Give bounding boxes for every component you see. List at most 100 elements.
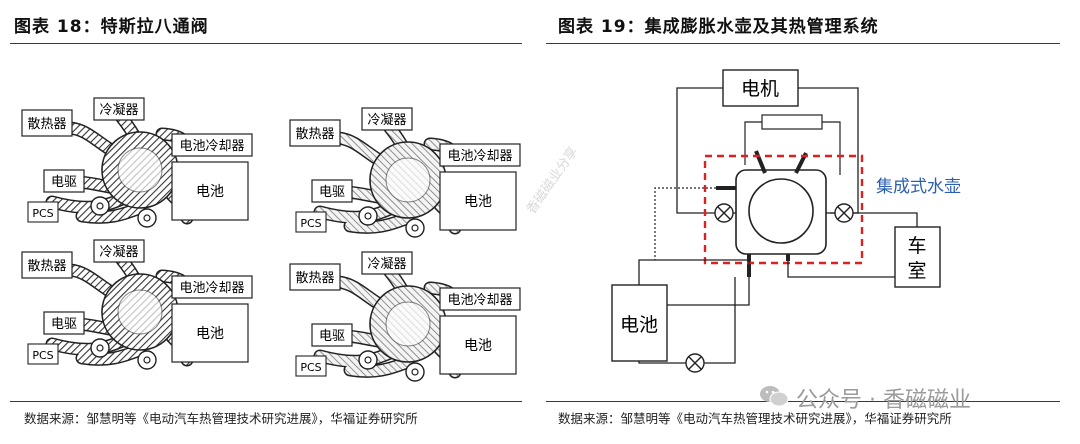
battery-chiller-label: 电池冷却器 [447,293,512,308]
battery-label: 电池 [196,326,224,342]
radiator-box [289,263,341,291]
radiator-label: 散热器 [295,271,334,286]
e-drive-box [43,169,85,193]
source-divider [10,401,522,402]
cabin-box [894,226,941,288]
cabin-supply-line [860,212,918,227]
cabin-label-line1: 车 [907,235,926,257]
e-drive-box [311,323,353,347]
octovalve-diagram-grid: 散热器冷凝器电池冷却器电驱电池PCS散热器冷凝器电池冷却器电驱电池PCS散热器冷… [21,97,521,382]
radiator-label: 散热器 [27,117,66,132]
battery-box [171,161,249,221]
e-drive-label: 电驱 [51,317,77,332]
radiator-label: 散热器 [27,259,66,274]
battery-chiller-label: 电池冷却器 [447,149,512,164]
motor-return-line [676,87,724,214]
battery-box [611,284,668,362]
pump-icon-center [96,344,104,352]
condenser-label: 冷凝器 [367,256,406,272]
condenser-box [361,107,413,131]
pump-icon-center [364,356,372,364]
battery-label: 电池 [620,314,658,336]
pump-icon-center [411,224,419,232]
battery-chiller-box [439,143,521,167]
condenser-label: 冷凝器 [99,102,138,118]
e-drive-box [311,179,353,203]
pcs-box [27,201,59,223]
pcs-label: PCS [32,207,53,220]
battery-chiller-label: 电池冷却器 [179,281,244,296]
condenser-box [93,97,145,121]
battery-supply-line [638,259,750,285]
tank-inlet-pipe [754,150,767,174]
pcs-box [295,355,327,377]
pipe [822,121,841,175]
pcs-label: PCS [300,217,321,230]
pcs-label: PCS [300,361,321,374]
e-drive-label: 电驱 [51,175,77,190]
pcs-box [27,343,59,365]
integrated-tank-frame [703,154,864,265]
radiator-box [21,109,73,137]
battery-box [439,315,517,375]
battery-label: 电池 [464,194,492,210]
battery-chiller-box [439,287,521,311]
figure-19-panel: 图表 19：集成膨胀水壶及其热管理系统 电机 [540,0,1080,444]
small-component-box [761,114,823,130]
tank-port [716,186,736,190]
coolant-pipe-fill [345,213,413,233]
battery-return-line [638,361,686,364]
valve-left [714,203,734,223]
pump-icon-center [143,214,151,222]
pcs-box [295,211,327,233]
valve-right [834,203,854,223]
e-drive-label: 电驱 [319,185,345,200]
dotted-vent-line [654,187,716,260]
source-divider [546,401,1060,402]
pipe [704,277,736,364]
condenser-label: 冷凝器 [99,244,138,260]
figure-18-title: 图表 18：特斯拉八通阀 [14,17,209,37]
figure-19-source: 数据来源：邹慧明等《电动汽车热管理技术研究进展》，华福证券研究所 [558,411,952,426]
battery-label: 电池 [196,184,224,200]
valve-bottom [685,353,705,373]
motor-label: 电机 [741,78,779,100]
pump-icon-center [143,356,151,364]
pump-icon-center [364,212,372,220]
cabin-label-line2: 室 [907,260,926,282]
radiator-box [21,251,73,279]
pcs-label: PCS [32,349,53,362]
battery-chiller-label: 电池冷却器 [179,139,244,154]
figure-19-title: 图表 19：集成膨胀水壶及其热管理系统 [558,17,879,37]
battery-box [171,303,249,363]
wechat-icon [758,384,790,408]
pump-icon-center [96,202,104,210]
coolant-pipe-fill [345,357,413,377]
expansion-tank-system-diagram: 电机 集成式水壶 [611,69,961,373]
battery-chiller-box [171,133,253,157]
radiator-box [289,119,341,147]
tank-pump-circle [748,178,814,244]
title-divider [10,43,522,44]
coolant-pipe-fill [77,203,145,223]
pipe [744,121,762,165]
integrated-tank-label: 集成式水壶 [876,177,961,197]
condenser-box [361,251,413,275]
coolant-pipe-fill [77,345,145,365]
watermark-text: 公众号 · 香磁磁业 [796,388,971,413]
octovalve-rotor [385,157,431,203]
octovalve-rotor [117,289,163,335]
condenser-label: 冷凝器 [367,112,406,128]
battery-chiller-box [171,275,253,299]
octovalve-rotor [117,147,163,193]
condenser-box [93,239,145,263]
title-divider [546,43,1060,44]
radiator-label: 散热器 [295,127,334,142]
octovalve-rotor [385,301,431,347]
pipe [667,277,750,306]
